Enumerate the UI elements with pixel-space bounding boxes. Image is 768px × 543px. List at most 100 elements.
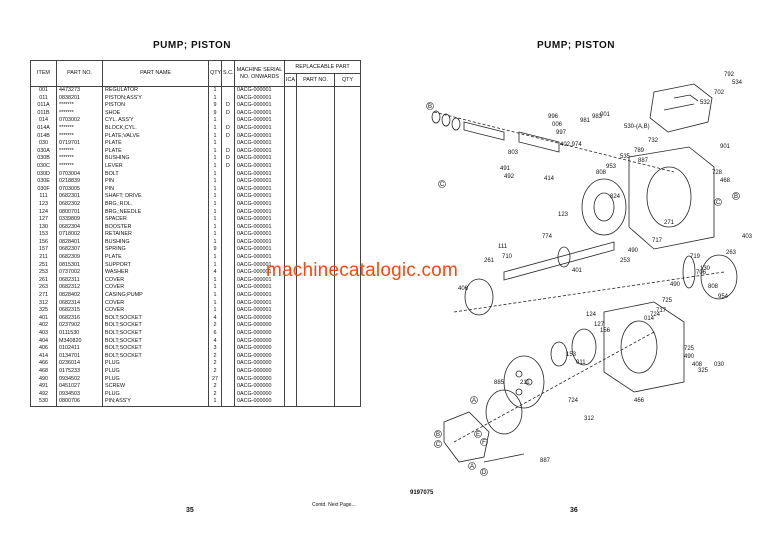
cell-replaceable [284, 307, 297, 315]
cell-replaceable [334, 330, 361, 338]
cell-qty: 1 [208, 117, 222, 125]
circle-reference-label: F [480, 438, 488, 446]
cell-item: 157 [30, 246, 57, 255]
cell-part: 0218839 [56, 178, 103, 186]
cell-part: 0682315 [56, 307, 103, 315]
cell-serial: 0ACG-000001 [234, 170, 285, 179]
cell-replaceable [284, 292, 297, 300]
cell-replaceable [284, 238, 297, 247]
cell-part: 0838201 [56, 94, 103, 103]
cell-part: 0682304 [56, 223, 103, 232]
part-callout: 901 [720, 144, 731, 150]
svg-text:B: B [436, 432, 440, 438]
part-callout: 466 [634, 398, 645, 404]
part-callout: 011 [576, 360, 586, 366]
part-callout: 156 [600, 328, 611, 334]
cell-sc [221, 238, 235, 247]
cell-name: PLATE;VALVE [102, 132, 209, 141]
cell-replaceable [284, 109, 297, 118]
cell-sc [221, 322, 235, 330]
cell-serial: 0ACG-000001 [234, 216, 285, 224]
cell-replaceable [296, 231, 335, 239]
cell-replaceable [334, 322, 361, 330]
cell-replaceable [296, 246, 335, 255]
part-callout: 953 [606, 164, 617, 170]
cell-part: ******* [56, 124, 103, 133]
cell-qty: 1 [208, 193, 222, 201]
cell-replaceable [296, 284, 335, 293]
cell-replaceable [334, 375, 361, 384]
cell-qty: 9 [208, 102, 222, 110]
cell-sc [221, 185, 235, 194]
cell-serial: 0ACG-000000 [234, 330, 285, 338]
cell-part: ******* [56, 102, 103, 110]
cell-item: 030C [30, 162, 57, 171]
cell-replaceable [334, 284, 361, 293]
cell-sc: D [221, 162, 235, 171]
cell-replaceable [334, 185, 361, 194]
drive-shaft [503, 241, 615, 281]
cell-serial: 0ACG-000001 [234, 299, 285, 308]
cell-qty: 27 [208, 375, 222, 384]
cell-replaceable [334, 86, 361, 95]
cell-serial: 0ACG-000001 [234, 109, 285, 118]
cell-qty: 1 [208, 254, 222, 262]
cell-part: 0682309 [56, 254, 103, 262]
cell-sc [221, 261, 235, 270]
cell-replaceable [296, 208, 335, 217]
cell-replaceable [284, 200, 297, 209]
cell-part: ******* [56, 147, 103, 156]
cell-item: 491 [30, 383, 57, 391]
part-callout: 710 [502, 254, 513, 260]
cell-replaceable [284, 337, 297, 346]
cell-item: 123 [30, 200, 57, 209]
cell-qty: 9 [208, 246, 222, 255]
part-callout: 702 [714, 90, 725, 96]
cell-serial: 0ACG-000000 [234, 375, 285, 384]
cell-serial: 0ACG-000001 [234, 155, 285, 163]
callout-layer: 792534702532001530-(A,B)9017327895358879… [458, 72, 753, 464]
cell-replaceable [334, 261, 361, 270]
cell-replaceable [284, 162, 297, 171]
cell-serial: 0ACG-000000 [234, 398, 285, 407]
cell-replaceable [284, 132, 297, 141]
cell-serial: 0ACG-000000 [234, 367, 285, 376]
regulator-detail [663, 94, 699, 111]
cell-replaceable [334, 383, 361, 391]
cell-qty: 1 [208, 284, 222, 293]
cell-sc [221, 200, 235, 209]
cell-sc [221, 367, 235, 376]
cell-serial: 0ACG-000001 [234, 117, 285, 125]
header-sc: S.C. [221, 60, 235, 87]
o-ring [682, 255, 696, 289]
cell-serial: 0ACG-000001 [234, 200, 285, 209]
cell-replaceable [334, 398, 361, 407]
cell-replaceable [296, 155, 335, 163]
part-callout: 983 [592, 114, 603, 120]
cell-name: REGULATOR [102, 86, 209, 95]
cell-part: 0934503 [56, 390, 103, 399]
part-callout: 885 [494, 380, 505, 386]
exploded-parts-diagram: 792534702532001530-(A,B)9017327895358879… [426, 72, 753, 476]
page-title-right: PUMP; PISTON [536, 40, 616, 51]
cell-replaceable [334, 337, 361, 346]
part-callout: 530-(A,B) [624, 124, 650, 130]
cell-serial: 0ACG-000000 [234, 322, 285, 330]
cell-replaceable [334, 352, 361, 361]
cell-name: SUPPORT [102, 261, 209, 270]
circle-reference-label: B [426, 102, 434, 110]
cell-item: 490 [30, 375, 57, 384]
cell-item: 011B [30, 109, 57, 118]
cell-sc [221, 140, 235, 148]
cell-serial: 0ACG-000001 [234, 208, 285, 217]
cell-part: 0815301 [56, 261, 103, 270]
cell-replaceable [284, 383, 297, 391]
cell-part: 0134701 [56, 352, 103, 361]
cell-part: 0451027 [56, 383, 103, 391]
